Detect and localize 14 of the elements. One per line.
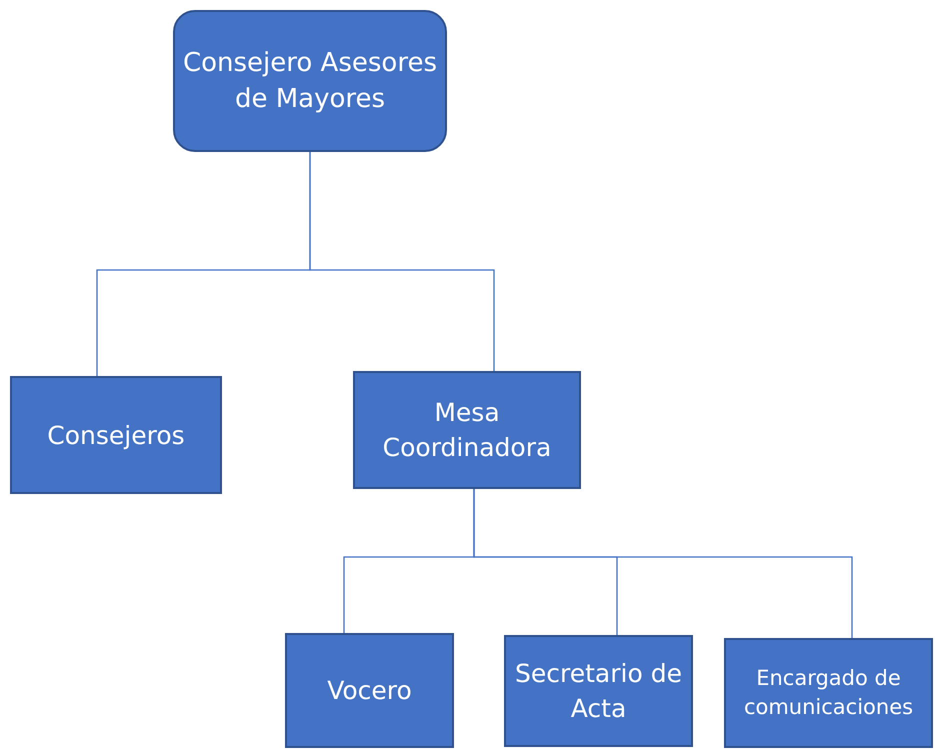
box-label: Vocero (327, 675, 412, 707)
connector-line (309, 152, 495, 371)
org-box (285, 633, 454, 748)
org-box (10, 376, 222, 494)
org-box (173, 10, 447, 152)
box-label: Encargado de comunicaciones (742, 664, 914, 721)
box-label: Consejeros (47, 420, 185, 452)
box-label: Secretario de Acta (514, 658, 683, 725)
org-box (504, 635, 693, 747)
org-box (353, 371, 581, 489)
org-box (724, 638, 933, 748)
box-label: Consejero Asesores de Mayores (182, 46, 438, 116)
box-label: Mesa Coordinadora (382, 397, 552, 464)
connector-line (473, 489, 853, 638)
